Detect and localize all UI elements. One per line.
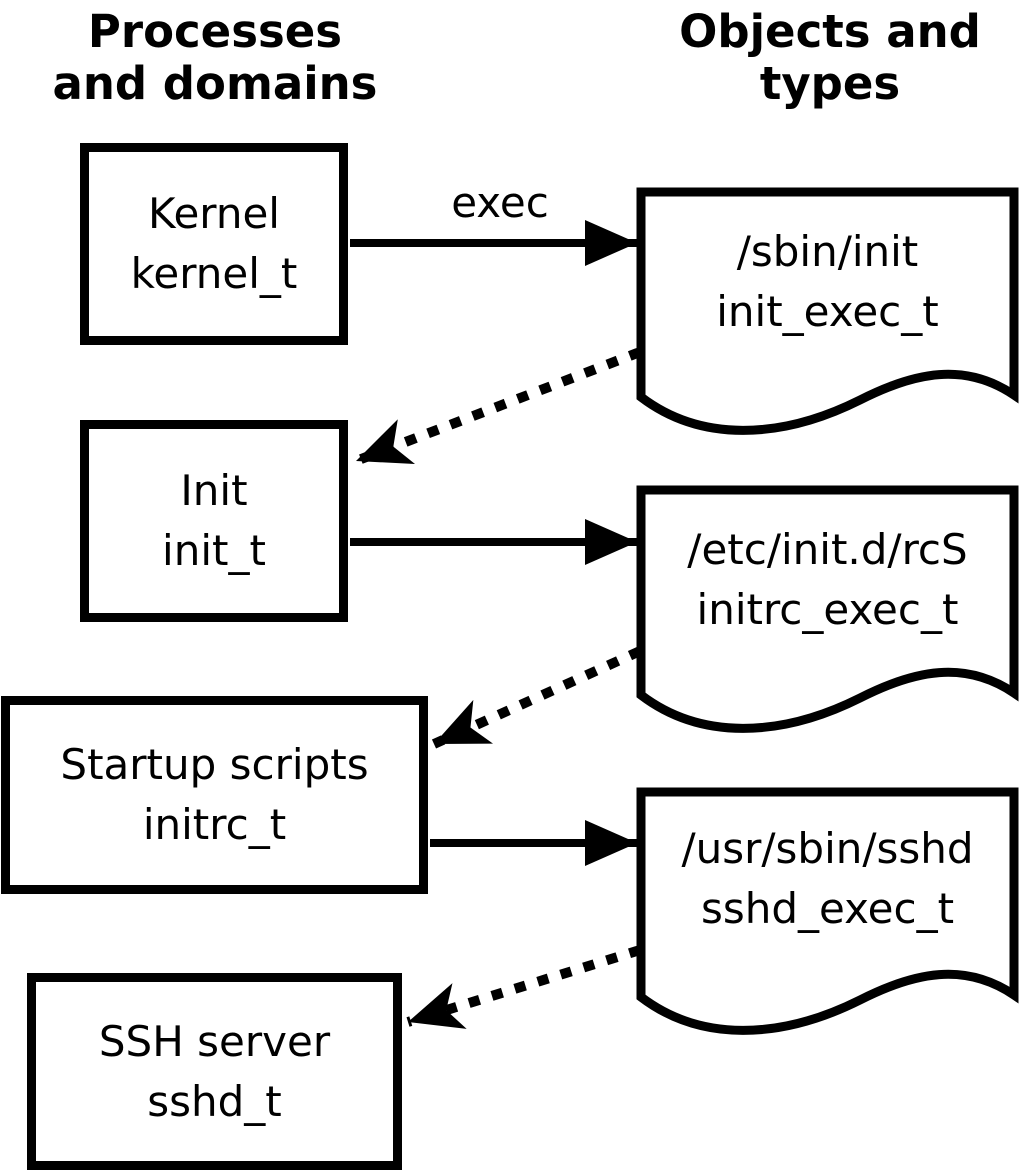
dotted-arrow-sbin-init-to-init (354, 347, 642, 466)
document-shape-usr-sbin-sshd (636, 787, 1019, 1035)
process-box-startup-scripts: Startup scripts initrc_t (1, 696, 428, 894)
process-box-kernel: Kernel kernel_t (80, 143, 348, 345)
exec-arrow-label: exec (451, 178, 549, 227)
process-type: sshd_t (147, 1076, 282, 1126)
process-name: SSH server (98, 1016, 331, 1066)
process-type: initrc_t (142, 800, 287, 849)
document-shape-etc-initd-rcs (636, 485, 1019, 733)
process-box-ssh-server: SSH server sshd_t (27, 973, 402, 1170)
object-path: /etc/init.d/rcS (687, 525, 968, 574)
process-type: kernel_t (130, 249, 298, 298)
process-name: Startup scripts (60, 740, 369, 789)
object-path: /sbin/init (736, 227, 919, 276)
dotted-arrow-etc-initd-rcs-to-startup (431, 646, 643, 749)
column-header-processes-line2: and domains (52, 57, 378, 110)
object-label-sbin-init: /sbin/init init_exec_t (641, 222, 1014, 342)
document-shape-sbin-init (636, 187, 1019, 435)
object-type: sshd_exec_t (700, 884, 955, 933)
object-type: init_exec_t (716, 287, 939, 336)
column-header-objects-line2: types (759, 57, 901, 110)
column-header-objects-line1: Objects and (679, 5, 981, 58)
column-header-processes-line1: Processes (87, 5, 343, 58)
process-type: init_t (162, 526, 266, 575)
process-name: Kernel (148, 189, 280, 238)
process-box-init: Init init_t (80, 420, 348, 622)
column-header-processes: Processes and domains (25, 6, 405, 110)
dotted-arrow-usr-sbin-sshd-to-sshd (406, 945, 642, 1029)
object-type: initrc_exec_t (696, 585, 959, 634)
process-name: Init (180, 466, 248, 515)
object-path: /usr/sbin/sshd (681, 824, 974, 873)
object-label-etc-initd-rcs: /etc/init.d/rcS initrc_exec_t (641, 520, 1014, 640)
column-header-objects: Objects and types (640, 6, 1020, 110)
object-label-usr-sbin-sshd: /usr/sbin/sshd sshd_exec_t (641, 819, 1014, 939)
